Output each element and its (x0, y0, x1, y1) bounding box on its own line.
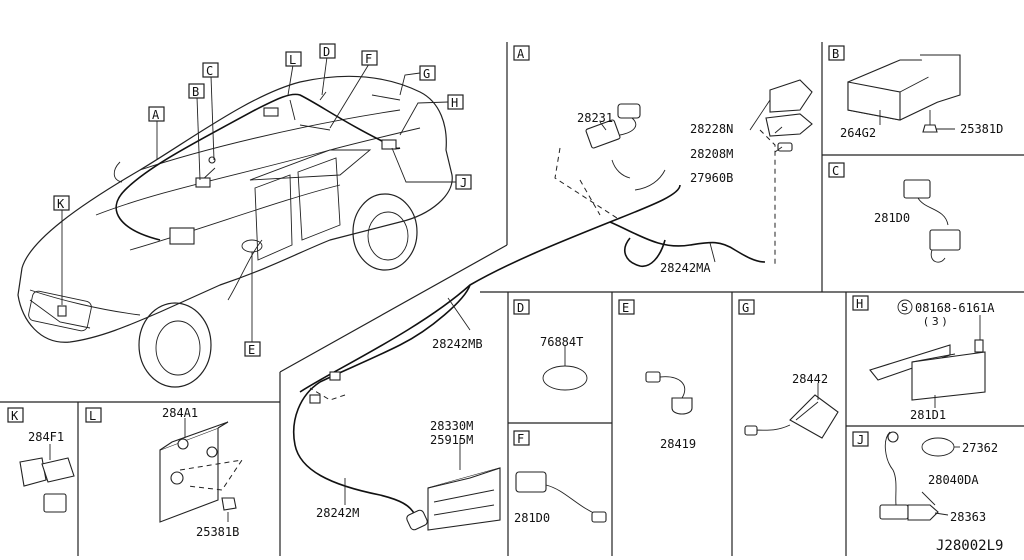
panel-h-header: H (852, 295, 869, 311)
panel-f-unit-icon (515, 471, 607, 523)
callout-g: G (419, 65, 436, 81)
callout-f: F (361, 50, 378, 66)
callout-e: E (244, 341, 261, 357)
callout-a: A (148, 106, 165, 122)
callout-j: J (455, 174, 472, 190)
part-284F1: 284F1 (28, 430, 64, 444)
svg-text:H: H (856, 297, 863, 311)
panel-a-harness (293, 79, 813, 531)
svg-text:J: J (857, 433, 864, 447)
panel-j-sensor-icon (879, 431, 960, 521)
svg-text:( 3 ): ( 3 ) (924, 315, 947, 328)
svg-text:L: L (289, 53, 296, 67)
part-28242MB: 28242MB (432, 337, 483, 351)
panel-c-unit-icon (903, 179, 961, 263)
part-27362: 27362 (962, 441, 998, 455)
part-28442: 28442 (792, 372, 828, 386)
part-28242MA: 28242MA (660, 261, 711, 275)
part-76884T: 76884T (540, 335, 583, 349)
pad-76884T-icon (542, 365, 588, 391)
nav-unit-icon (427, 467, 501, 531)
callout-h: H (447, 94, 464, 110)
svg-text:A: A (152, 108, 160, 122)
panel-a-header: A (513, 45, 530, 61)
part-28208M: 28208M (690, 147, 733, 161)
panel-f-header: F (513, 430, 530, 446)
panel-j-header: J (852, 431, 869, 447)
callout-c: C (202, 62, 219, 78)
svg-text:C: C (832, 164, 839, 178)
part-25381D: 25381D (960, 122, 1003, 136)
callout-d: D (319, 43, 336, 59)
part-28242M: 28242M (316, 506, 359, 520)
part-28419: 28419 (660, 437, 696, 451)
part-28363: 28363 (950, 510, 986, 524)
panel-e-sensor-icon (645, 371, 693, 415)
unit-tunerbox-icon (169, 227, 195, 245)
panel-c-header: C (828, 162, 845, 178)
panel-a-leaders (344, 99, 783, 505)
panel-k-sensor-icon (19, 444, 75, 513)
panel-h-unit-icon (869, 315, 986, 408)
part-28231: 28231 (577, 111, 613, 125)
svg-text:A: A (517, 47, 525, 61)
part-28040DA: 28040DA (928, 473, 979, 487)
panel-e-header: E (618, 299, 635, 315)
svg-text:C: C (206, 64, 213, 78)
svg-text:G: G (423, 67, 430, 81)
car-illustration (17, 75, 453, 388)
diagram-code: J28002L9 (936, 538, 1003, 554)
svg-text:G: G (742, 301, 749, 315)
callout-k: K (53, 195, 70, 211)
part-27960B: 27960B (690, 171, 733, 185)
part-25381B: 25381B (196, 525, 239, 539)
svg-text:K: K (11, 409, 19, 423)
svg-text:B: B (192, 85, 199, 99)
svg-text:E: E (248, 343, 255, 357)
part-284A1: 284A1 (162, 406, 198, 420)
svg-text:E: E (622, 301, 629, 315)
antenna-base-icon (765, 113, 813, 137)
part-281D0-c: 281D0 (874, 211, 910, 225)
callout-b: B (188, 83, 205, 99)
part-08168-callout: S 08168-6161A ( 3 ) (897, 299, 995, 328)
panel-b-header: B (828, 45, 845, 61)
svg-text:F: F (365, 52, 372, 66)
panel-d-header: D (513, 299, 530, 315)
svg-text:H: H (451, 96, 458, 110)
part-25915M: 25915M (430, 433, 473, 447)
part-28228N: 28228N (690, 122, 733, 136)
antenna-cover-icon (769, 79, 813, 113)
callout-leaders (61, 56, 456, 342)
svg-text:08168-6161A: 08168-6161A (915, 301, 995, 315)
svg-text:B: B (832, 47, 839, 61)
svg-text:F: F (517, 432, 524, 446)
svg-text:D: D (517, 301, 524, 315)
panel-b-module-icon (847, 54, 961, 133)
part-281D0-f: 281D0 (514, 511, 550, 525)
part-281D1: 281D1 (910, 408, 946, 422)
part-264G2: 264G2 (840, 126, 876, 140)
svg-text:D: D (323, 45, 330, 59)
module-28231-icon (585, 119, 621, 149)
svg-text:S: S (901, 301, 908, 314)
panel-k-header: K (7, 407, 24, 423)
svg-text:J: J (460, 176, 467, 190)
svg-text:L: L (89, 409, 96, 423)
callout-l: L (285, 51, 302, 67)
panel-g-antenna-icon (744, 383, 839, 439)
panel-l-header: L (85, 407, 102, 423)
part-28330M: 28330M (430, 419, 473, 433)
panel-l-module-icon (159, 418, 244, 523)
panel-borders (0, 42, 1024, 556)
svg-text:K: K (57, 197, 65, 211)
panel-g-header: G (738, 299, 755, 315)
